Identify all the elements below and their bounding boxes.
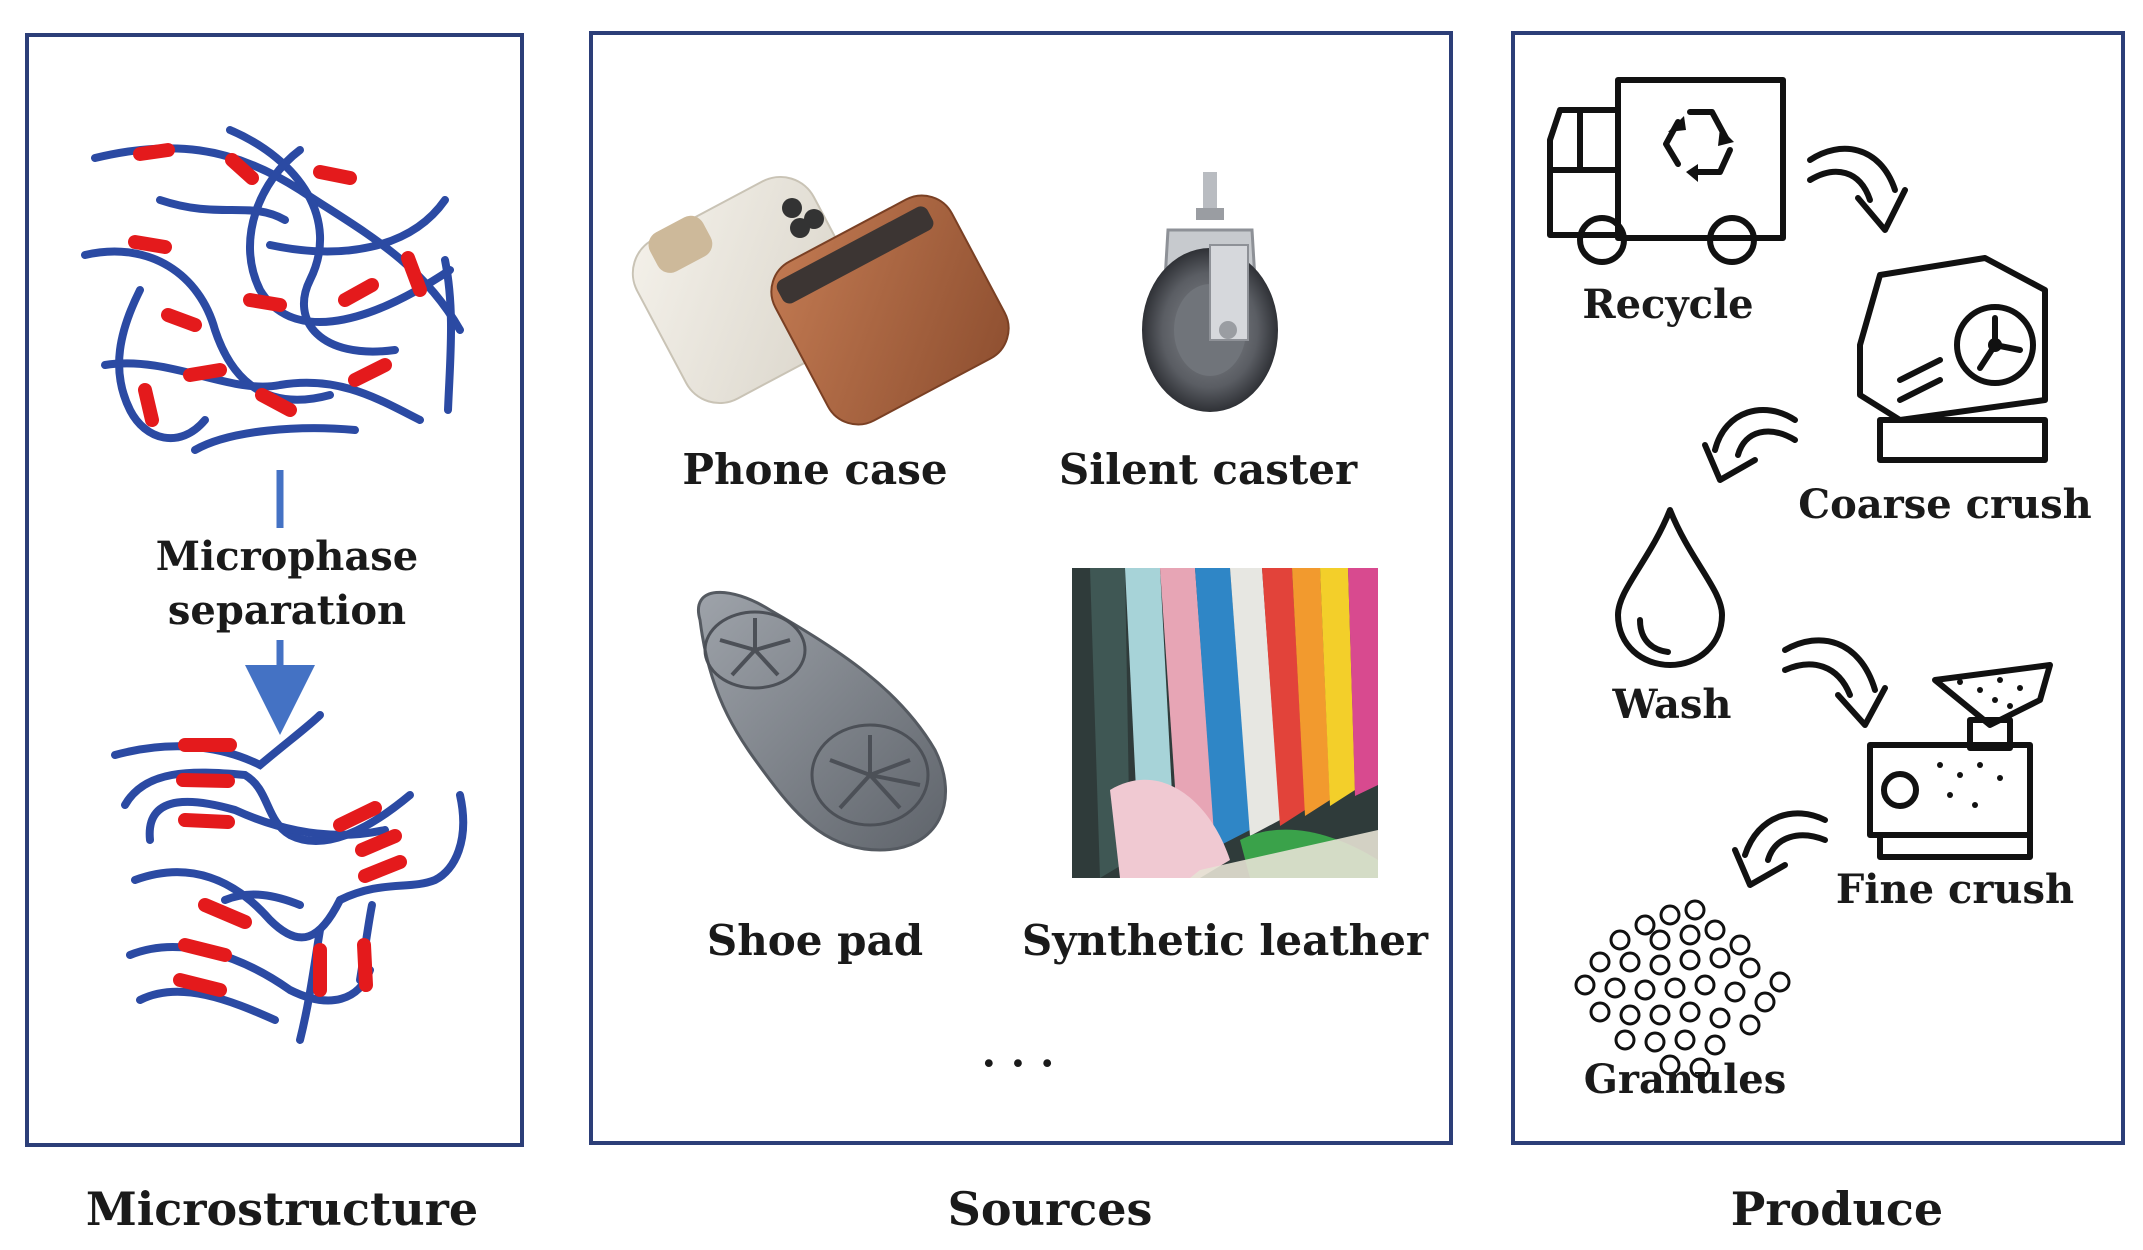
- step-label-wash: Wash: [1612, 681, 1732, 728]
- crusher-icon: [1857, 255, 2048, 463]
- separated-chains: [111, 711, 468, 1044]
- step-label-recycle: Recycle: [1582, 281, 1753, 328]
- hard-segment: [161, 308, 202, 332]
- hard-segment: [198, 898, 252, 929]
- hard-segment: [255, 388, 297, 417]
- step-label-coarse-crush: Coarse crush: [1798, 481, 2092, 528]
- silent-caster-image: [1142, 172, 1278, 412]
- source-label-phone-case: Phone case: [682, 445, 947, 494]
- more-sources-ellipsis: · · ·: [981, 1039, 1054, 1088]
- water-drop-icon: [1615, 507, 1725, 668]
- source-label-silent-caster: Silent caster: [1059, 445, 1358, 494]
- hard-segment: [358, 855, 407, 883]
- hard-segment: [338, 278, 379, 307]
- curved-arrow-icon: [1782, 637, 1888, 728]
- sources-panel: [589, 31, 1453, 1145]
- phone-case-image: [631, 175, 1010, 426]
- arrow-label-line1: Microphase: [156, 533, 419, 580]
- microstructure-panel: [25, 33, 524, 1147]
- truck-recycle-icon: [1547, 77, 1786, 265]
- hard-segment: [133, 143, 175, 161]
- synthetic-leather-image: [1072, 568, 1378, 878]
- hard-segment: [128, 235, 172, 254]
- curved-arrow-icon: [1732, 810, 1828, 888]
- hard-segment: [313, 165, 357, 185]
- hard-segment: [357, 938, 373, 992]
- arrow-label-line2: separation: [168, 587, 406, 634]
- hard-segment: [178, 938, 232, 962]
- hard-segment: [243, 293, 287, 312]
- caption-sources: Sources: [948, 1182, 1153, 1236]
- arrow-label-backdrop: [170, 528, 402, 640]
- hard-segment: [348, 358, 392, 387]
- hard-segment: [178, 813, 235, 829]
- hard-segment: [176, 773, 235, 788]
- source-label-synthetic-leather: Synthetic leather: [1022, 916, 1429, 965]
- hard-segment: [355, 829, 402, 857]
- hard-segment: [401, 251, 427, 297]
- curved-arrow-icon: [1807, 145, 1908, 233]
- source-label-shoe-pad: Shoe pad: [707, 916, 923, 965]
- hard-segment: [225, 153, 259, 185]
- curved-arrow-icon: [1702, 407, 1798, 483]
- caption-produce: Produce: [1731, 1182, 1943, 1236]
- hard-segment: [173, 973, 227, 997]
- granules-icon: [1574, 899, 1791, 1079]
- produce-panel: [1511, 31, 2125, 1145]
- step-label-fine-crush: Fine crush: [1836, 866, 2074, 913]
- hard-segment: [138, 383, 159, 427]
- hard-segment: [333, 801, 382, 832]
- disordered-chains: [81, 126, 464, 454]
- hard-segment: [183, 363, 227, 382]
- step-label-granules: Granules: [1584, 1056, 1786, 1103]
- shoe-pad-image: [697, 590, 948, 852]
- caption-microstructure: Microstructure: [86, 1182, 478, 1236]
- grinder-icon: [1867, 662, 2053, 860]
